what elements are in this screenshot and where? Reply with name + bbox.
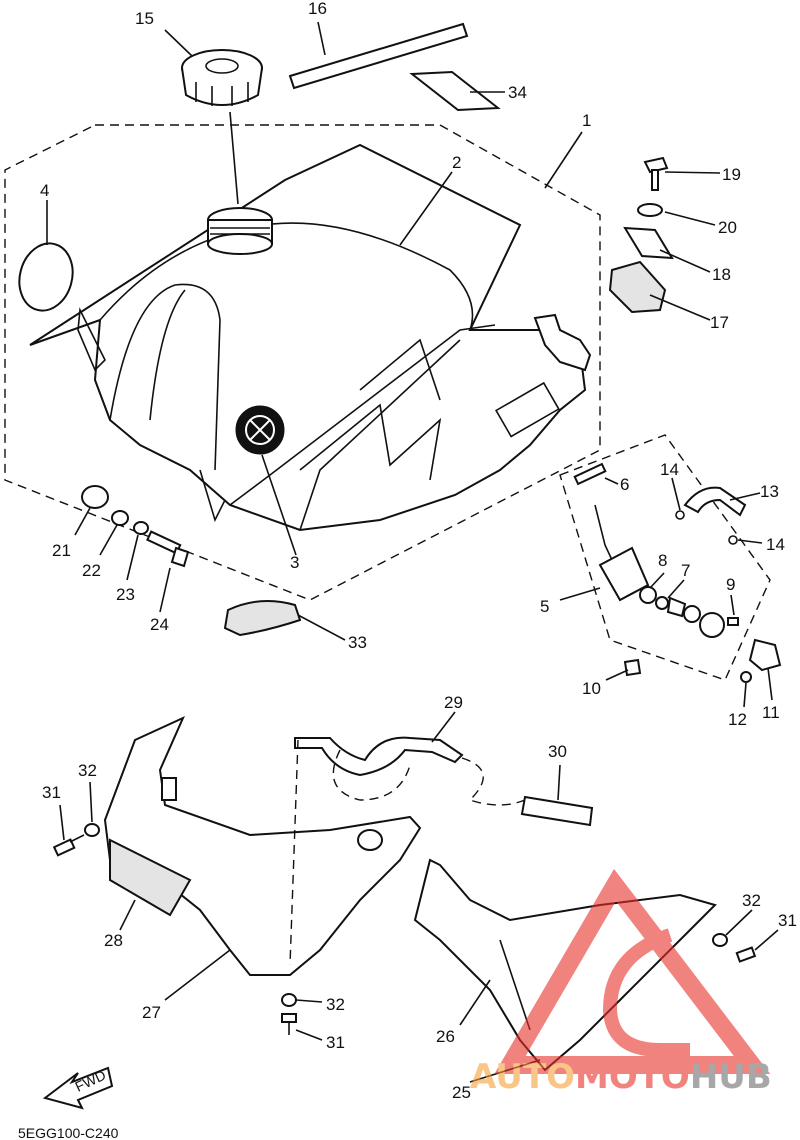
callout-30: 30 [548, 742, 567, 761]
damper-17 [608, 260, 667, 314]
clip-14b [728, 535, 738, 545]
watermark-moto: MOTO [575, 1057, 690, 1097]
fuel-cock [594, 504, 650, 602]
callout-10: 10 [582, 679, 601, 698]
screw-9 [727, 617, 739, 626]
strainer [666, 596, 687, 618]
callout-20: 20 [718, 218, 737, 237]
callout-18: 18 [712, 265, 731, 284]
callout-26: 26 [436, 1027, 455, 1046]
callout-15: 15 [135, 9, 154, 28]
callout-34: 34 [508, 83, 527, 102]
screw-31-bottom [281, 1013, 297, 1035]
fuel-tank [29, 143, 592, 532]
callout-21: 21 [52, 541, 71, 560]
callout-1: 1 [582, 111, 591, 130]
callout-7: 7 [681, 561, 690, 580]
fuel-tank-cap [181, 49, 263, 106]
o-ring-8 [639, 586, 657, 604]
o-ring-7 [655, 596, 669, 610]
tank-assembly-outline [4, 124, 601, 601]
watermark-letter-icon [602, 928, 690, 1057]
bolt-24 [146, 530, 190, 568]
callout-32a: 32 [78, 761, 97, 780]
callout-32b: 32 [326, 995, 345, 1014]
callout-16: 16 [308, 0, 327, 18]
screw-31-left [52, 834, 85, 857]
callout-8: 8 [658, 551, 667, 570]
bolt-19 [643, 156, 669, 191]
svg-text:AUTOMOTOHUB: AUTOMOTOHUB [470, 1057, 772, 1097]
washer-23 [133, 521, 149, 535]
callout-12: 12 [728, 710, 747, 729]
callout-17: 17 [710, 313, 729, 332]
callout-27: 27 [142, 1003, 161, 1022]
callout-13: 13 [760, 482, 779, 501]
callout-28: 28 [104, 931, 123, 950]
plate-18 [623, 226, 674, 260]
callout-31b: 31 [326, 1033, 345, 1052]
washer-20 [637, 203, 663, 217]
callout-23: 23 [116, 585, 135, 604]
diagram-code: 5EGG100-C240 [18, 1125, 119, 1140]
callout-5: 5 [540, 597, 549, 616]
washer-32-left [84, 823, 100, 837]
callout-9: 9 [726, 575, 735, 594]
callout-24: 24 [150, 615, 169, 634]
lever-11 [748, 638, 782, 672]
washer-32-bottom [281, 993, 297, 1007]
callout-labels: 1 2 3 4 5 6 7 8 9 10 11 12 13 14 14 15 1… [40, 0, 797, 1102]
callout-19: 19 [722, 165, 741, 184]
clip-6 [573, 462, 607, 486]
leader-lines [46, 21, 779, 1083]
screw-10 [623, 658, 642, 677]
plate [699, 612, 725, 638]
screw-31-right [735, 946, 757, 963]
callout-32c: 32 [742, 891, 761, 910]
callout-29: 29 [444, 693, 463, 712]
callout-3: 3 [290, 553, 299, 572]
watermark-triangle-icon [494, 868, 771, 1074]
fuel-hose-13 [683, 486, 747, 517]
callout-22: 22 [82, 561, 101, 580]
watermark-auto: AUTO [470, 1057, 575, 1097]
caution-label [409, 70, 501, 112]
callout-31c: 31 [778, 911, 797, 930]
callout-25: 25 [452, 1083, 471, 1102]
callout-4: 4 [40, 181, 49, 200]
watermark-hub: HUB [690, 1057, 772, 1097]
bracket-29 [294, 736, 464, 777]
fuel-cock-assembly-outline [559, 434, 771, 681]
panel-28 [109, 838, 192, 917]
hose-30 [520, 795, 594, 827]
callout-11: 11 [762, 703, 780, 722]
fwd-arrow: FWD [42, 1066, 114, 1110]
washer-32-right [712, 933, 728, 947]
automotohub-watermark: AUTOMOTOHUB [470, 868, 772, 1097]
collar-22 [111, 510, 129, 526]
callout-14a: 14 [660, 460, 679, 479]
clip-14a [675, 510, 685, 520]
breather-hose [288, 22, 469, 90]
damper-33 [223, 600, 302, 637]
callout-31a: 31 [42, 783, 61, 802]
damper-21 [81, 485, 109, 509]
damper [18, 242, 74, 312]
callout-33: 33 [348, 633, 367, 652]
screw-12 [740, 671, 752, 683]
callout-14b: 14 [766, 535, 785, 554]
callout-6: 6 [620, 475, 629, 494]
gasket [683, 605, 701, 623]
callout-2: 2 [452, 153, 461, 172]
